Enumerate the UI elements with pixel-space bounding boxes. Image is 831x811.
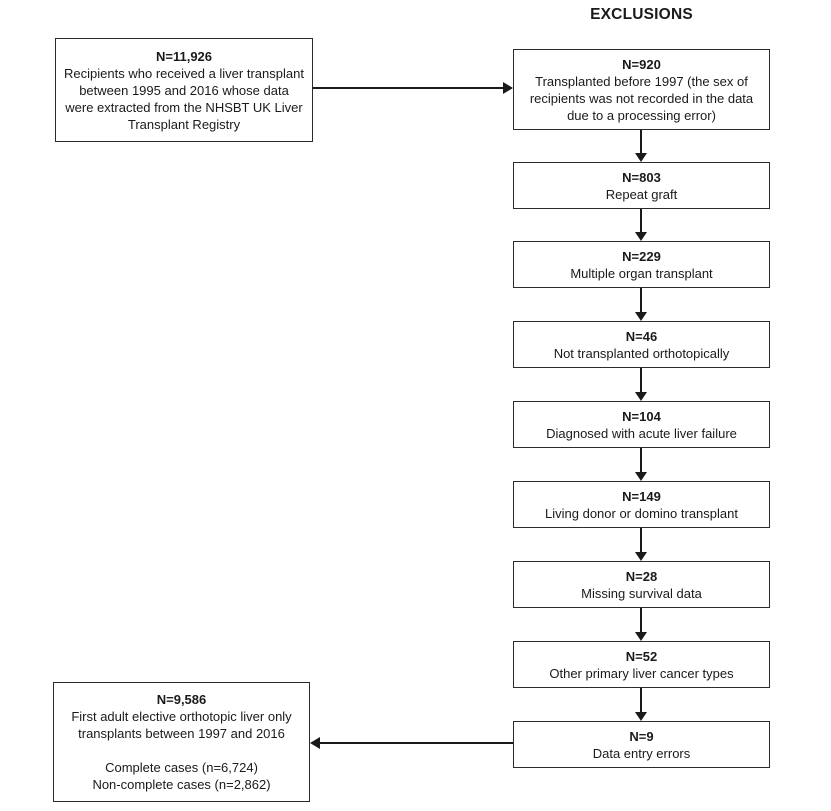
arrow-down-head bbox=[635, 632, 647, 641]
exclusion-count: N=229 bbox=[622, 248, 661, 264]
arrow-down-head bbox=[635, 712, 647, 721]
result-box-noncomplete-cases: Non-complete cases (n=2,862) bbox=[92, 777, 271, 792]
exclusion-label: Missing survival data bbox=[581, 585, 702, 601]
arrow-down-head bbox=[635, 153, 647, 162]
arrow-down-line bbox=[640, 288, 642, 312]
result-box-description: First adult elective orthotopic liver on… bbox=[71, 709, 292, 741]
exclusion-box: N=104 Diagnosed with acute liver failure bbox=[513, 401, 770, 448]
exclusion-label: Other primary liver cancer types bbox=[549, 665, 734, 681]
source-box-description: Recipients who received a liver transpla… bbox=[64, 65, 304, 132]
source-box: N=11,926 Recipients who received a liver… bbox=[55, 38, 313, 142]
exclusion-box: N=229 Multiple organ transplant bbox=[513, 241, 770, 288]
arrow-down-head bbox=[635, 392, 647, 401]
arrow-source-to-exclusions-head bbox=[503, 82, 513, 94]
exclusion-box: N=149 Living donor or domino transplant bbox=[513, 481, 770, 528]
exclusion-count: N=46 bbox=[625, 328, 658, 344]
arrow-down-head bbox=[635, 312, 647, 321]
exclusion-label: Living donor or domino transplant bbox=[545, 505, 738, 521]
exclusion-label: Not transplanted orthotopically bbox=[553, 345, 730, 361]
exclusion-count: N=52 bbox=[625, 648, 658, 664]
exclusion-count: N=920 bbox=[622, 56, 661, 72]
arrow-down-line bbox=[640, 528, 642, 552]
exclusion-count: N=803 bbox=[622, 169, 661, 185]
arrow-down-head bbox=[635, 552, 647, 561]
result-box-count: N=9,586 bbox=[156, 692, 207, 707]
exclusion-box: N=803 Repeat graft bbox=[513, 162, 770, 209]
exclusion-label: Diagnosed with acute liver failure bbox=[546, 425, 737, 441]
exclusion-box: N=28 Missing survival data bbox=[513, 561, 770, 608]
arrow-down-line bbox=[640, 368, 642, 392]
flowchart-title: EXCLUSIONS bbox=[590, 6, 693, 23]
arrow-down-line bbox=[640, 130, 642, 153]
exclusion-box: N=9 Data entry errors bbox=[513, 721, 770, 768]
exclusion-label: Multiple organ transplant bbox=[570, 265, 713, 281]
source-box-count: N=11,926 bbox=[155, 48, 213, 64]
exclusion-count: N=149 bbox=[622, 488, 661, 504]
exclusion-label: Repeat graft bbox=[605, 186, 678, 202]
result-box-complete-cases: Complete cases (n=6,724) bbox=[105, 760, 258, 775]
arrow-to-result-head bbox=[310, 737, 320, 749]
exclusion-count: N=9 bbox=[629, 728, 654, 744]
exclusion-label: Transplanted before 1997 (the sex of rec… bbox=[529, 73, 754, 123]
result-box: N=9,586 First adult elective orthotopic … bbox=[53, 682, 310, 802]
exclusion-count: N=104 bbox=[622, 408, 661, 424]
arrow-down-line bbox=[640, 209, 642, 232]
arrow-down-line bbox=[640, 608, 642, 632]
exclusion-box: N=46 Not transplanted orthotopically bbox=[513, 321, 770, 368]
exclusion-box: N=920 Transplanted before 1997 (the sex … bbox=[513, 49, 770, 130]
exclusion-box: N=52 Other primary liver cancer types bbox=[513, 641, 770, 688]
arrow-down-head bbox=[635, 232, 647, 241]
arrow-to-result-line bbox=[320, 742, 513, 744]
arrow-source-to-exclusions-line bbox=[313, 87, 504, 89]
arrow-down-line bbox=[640, 448, 642, 472]
exclusion-count: N=28 bbox=[625, 568, 658, 584]
arrow-down-head bbox=[635, 472, 647, 481]
arrow-down-line bbox=[640, 688, 642, 712]
exclusion-label: Data entry errors bbox=[592, 745, 691, 761]
